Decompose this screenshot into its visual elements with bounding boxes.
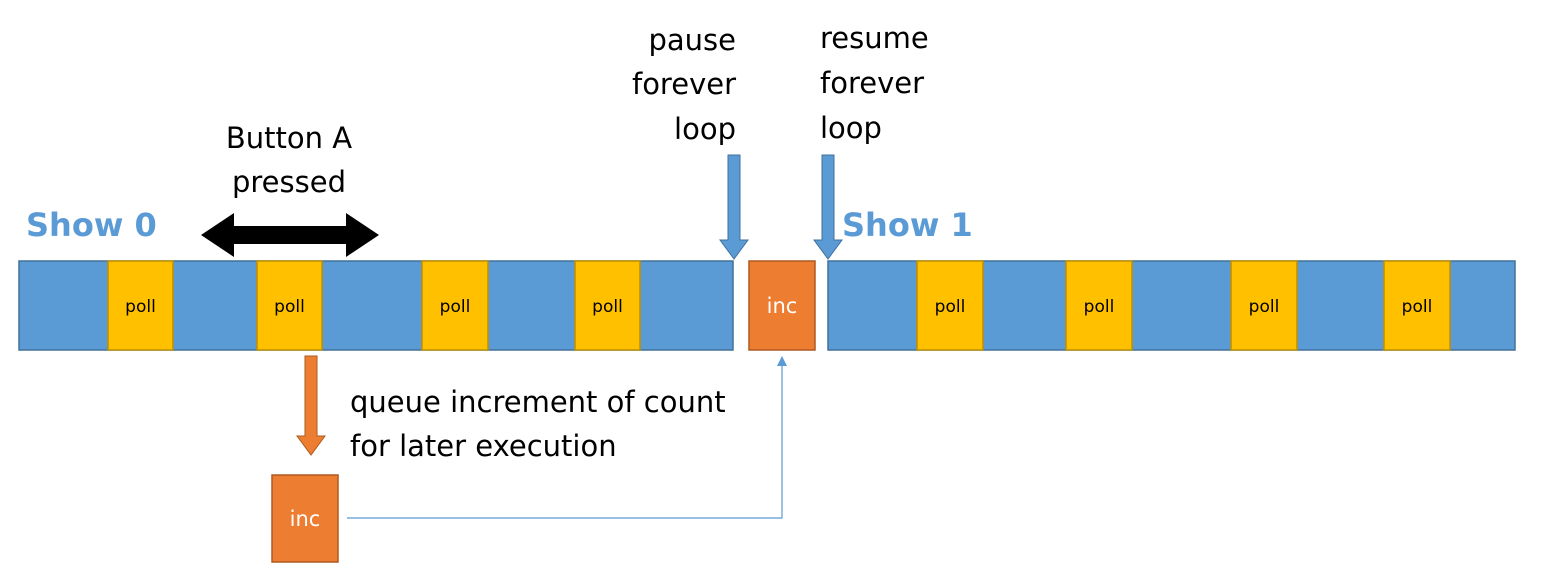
button-a-label-line2: pressed xyxy=(232,165,346,199)
pause-label-line1: pause xyxy=(648,23,736,57)
resume-label-line1: resume xyxy=(820,21,929,55)
show0-poll: poll xyxy=(256,260,323,351)
inc-block-queued: inc xyxy=(271,474,339,563)
pause-label-line3: loop xyxy=(674,112,736,146)
show1-label: Show 1 xyxy=(842,206,973,244)
show0-poll: poll xyxy=(574,260,641,351)
queue-label-line1: queue increment of count xyxy=(350,385,726,419)
inc-label: inc xyxy=(290,507,321,531)
poll-label: poll xyxy=(1249,297,1280,317)
show0-poll: poll xyxy=(421,260,489,351)
resume-label-line2: forever xyxy=(820,66,924,100)
execution-connector xyxy=(347,364,783,519)
poll-label: poll xyxy=(1084,297,1115,317)
poll-label: poll xyxy=(274,297,305,317)
poll-label: poll xyxy=(440,297,471,317)
connector-arrowhead xyxy=(777,356,787,366)
show1-poll: poll xyxy=(1065,260,1133,351)
show1-poll: poll xyxy=(1383,260,1451,351)
queue-label-line2: for later execution xyxy=(350,429,617,463)
poll-label: poll xyxy=(935,297,966,317)
show0-poll: poll xyxy=(107,260,174,351)
show0-label: Show 0 xyxy=(26,206,157,244)
poll-label: poll xyxy=(125,297,156,317)
queue-arrow xyxy=(296,355,326,456)
poll-label: poll xyxy=(1402,297,1433,317)
show1-poll: poll xyxy=(916,260,984,351)
pause-arrow xyxy=(719,154,749,260)
inc-label: inc xyxy=(767,294,798,318)
button-a-label-line1: Button A xyxy=(226,121,352,155)
show1-poll: poll xyxy=(1230,260,1298,351)
resume-label-line3: loop xyxy=(820,111,882,145)
resume-arrow xyxy=(813,154,843,260)
inc-block-executed: inc xyxy=(748,260,816,351)
poll-label: poll xyxy=(592,297,623,317)
pause-label-line2: forever xyxy=(632,67,736,101)
button-press-duration-arrow xyxy=(201,213,379,257)
